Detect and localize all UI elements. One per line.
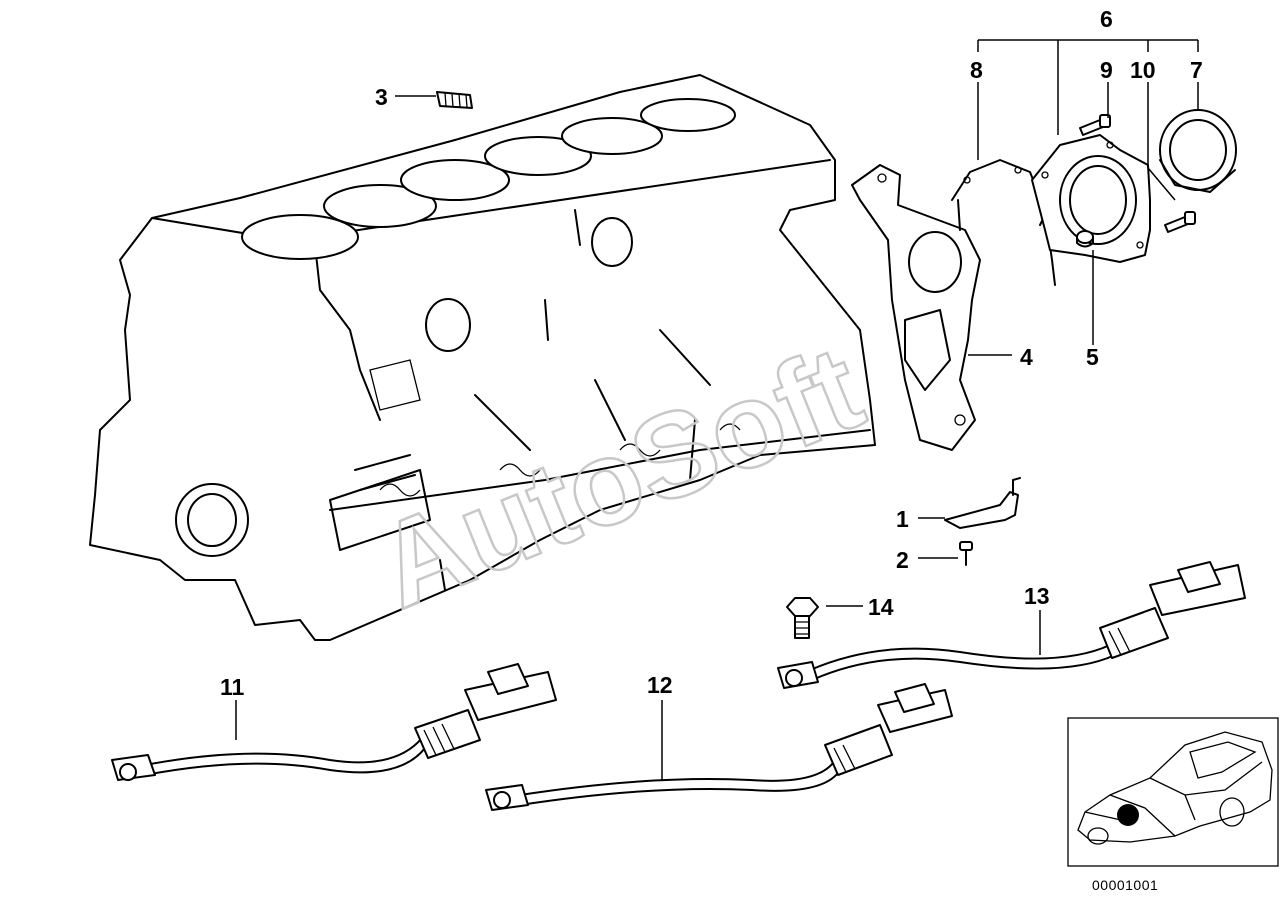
callout-8: 8 [970,57,983,83]
part-7-radial-seal [1159,109,1237,193]
part-2-screw [959,541,973,566]
callout-2: 2 [896,547,909,573]
part-4-rear-cover-plate [851,164,981,451]
part-1-bracket [944,477,1021,529]
locator-frame [1067,717,1279,867]
callout-11: 11 [220,674,245,700]
part-13-knock-sensor [777,561,1246,689]
part-11-knock-sensor [111,663,557,781]
callout-numbers: 1 2 3 4 5 6 7 8 9 10 11 12 13 14 [220,6,1203,700]
car-silhouette-icon [1077,731,1273,845]
part-12-knock-sensor [485,683,953,811]
part-3-stud [436,91,473,109]
locator-inset: 00001001 [1067,717,1279,893]
callout-10: 10 [1130,57,1156,83]
callout-5: 5 [1086,344,1099,370]
callout-1: 1 [896,506,909,532]
part-9-screw [1079,114,1111,136]
part-6-seal-carrier [1031,134,1151,263]
callout-4: 4 [1020,344,1033,370]
part-5-dowel-sleeve [1076,230,1094,248]
callout-13: 13 [1024,583,1050,609]
part-10-screw [1164,211,1196,233]
callout-12: 12 [647,672,673,698]
part-14-hex-bolt [786,597,819,639]
leader-lines [235,39,1199,780]
callout-7: 7 [1190,57,1203,83]
callout-9: 9 [1100,57,1113,83]
callout-14: 14 [868,594,894,620]
engine-location-marker [1117,804,1139,826]
callout-6: 6 [1100,6,1113,32]
engine-block [89,74,876,641]
reference-code: 00001001 [1092,877,1158,893]
callout-3: 3 [375,84,388,110]
